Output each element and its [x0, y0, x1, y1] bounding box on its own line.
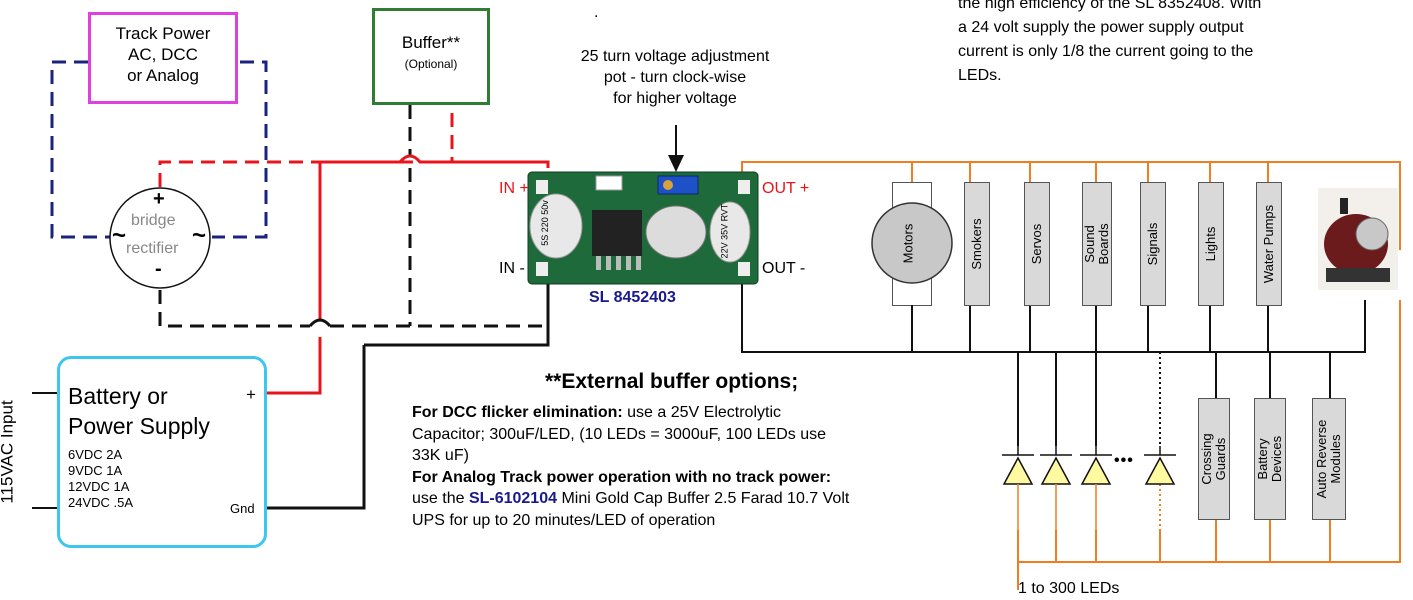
dcc-line2: Capacitor; 300uF/LED, (10 LEDs = 3000uF,… — [412, 425, 827, 443]
module-part-number: SL 8452403 — [589, 289, 676, 306]
track-power-line3: or Analog — [127, 66, 199, 85]
ac-input-leads — [32, 392, 58, 509]
servos-box: Servos — [1024, 182, 1050, 306]
buffer-title: Buffer** — [401, 33, 461, 52]
in-minus-label: IN - — [499, 260, 525, 277]
analog-pre: use the — [412, 490, 469, 507]
supply-rating: 12VDC 1A — [68, 479, 130, 494]
crossing-line1: Crossing — [1199, 433, 1214, 485]
battery-devices-box: Battery Devices — [1254, 398, 1286, 520]
sound-boards-line2: Boards — [1096, 223, 1111, 265]
buffer-optional: (Optional) — [404, 57, 458, 71]
locomotive-image — [1318, 188, 1398, 290]
led-diodes — [1002, 446, 1176, 530]
efficiency-line4: LEDs. — [958, 67, 1002, 84]
battery-line1: Battery — [1255, 438, 1270, 480]
track-power-line1: Track Power — [115, 24, 211, 43]
dcc-line3: 33K uF) — [412, 447, 469, 464]
crossing-guards-label: Crossing Guards — [1199, 433, 1228, 485]
lights-box: Lights — [1198, 182, 1224, 306]
battery-devices-label: Battery Devices — [1255, 435, 1284, 483]
converter-module — [527, 171, 759, 285]
smokers-box: Smokers — [964, 182, 990, 306]
motors-label: Motors — [900, 223, 916, 264]
bridge-word-2: rectifier — [126, 240, 179, 257]
servos-label: Servos — [1029, 223, 1044, 265]
led-diode-icon — [1040, 456, 1072, 485]
auto-line2: Modules — [1328, 434, 1343, 484]
water-pumps-label: Water Pumps — [1261, 204, 1276, 284]
buffer-options-heading: **External buffer options; — [545, 370, 799, 393]
signals-box: Signals — [1140, 182, 1166, 306]
sound-boards-box: Sound Boards — [1082, 182, 1112, 306]
pot-note-line1: 25 turn voltage adjustment — [580, 48, 770, 65]
smokers-label: Smokers — [969, 218, 984, 270]
led-ellipsis: ••• — [1114, 452, 1134, 469]
supply-ratings: 6VDC 2A 9VDC 1A 12VDC 1A 24VDC .5A — [68, 447, 133, 511]
output-negative-bus — [741, 270, 1366, 446]
leds-count-label: 1 to 300 LEDs — [1018, 580, 1120, 597]
crossing-guards-box: Crossing Guards — [1198, 398, 1230, 520]
in-plus-label: IN + — [499, 180, 529, 197]
stray-dot: . — [594, 4, 599, 21]
efficiency-line3: current is only 1/8 the current going to… — [958, 43, 1254, 60]
track-power-box: Track Power AC, DCC or Analog — [88, 12, 238, 104]
bridge-rectifier-circle — [109, 187, 211, 289]
dcc-heading: For DCC flicker elimination: — [412, 404, 623, 421]
out-minus-label: OUT - — [762, 260, 806, 277]
efficiency-note: the high efficiency of the SL 8352408. W… — [958, 0, 1261, 88]
sound-boards-label: Sound Boards — [1082, 223, 1111, 265]
auto-reverse-box: Auto Reverse Modules — [1312, 398, 1346, 520]
sl-6102104-link[interactable]: SL-6102104 — [468, 490, 557, 507]
buffer-box: Buffer** (Optional) — [372, 8, 490, 105]
module-cap-left-label: 5S 220 50v — [539, 200, 550, 246]
battery-line2: Devices — [1269, 435, 1284, 483]
black-dashed-wires — [158, 105, 548, 328]
pot-pointer-arrow — [668, 125, 684, 172]
bridge-tilde-left: ~ — [112, 222, 127, 249]
analog-heading: For Analog Track power operation with no… — [412, 468, 832, 486]
ac-input-label: 115VAC Input — [0, 400, 17, 504]
red-dashed-wires — [158, 105, 550, 188]
supply-title-2: Power Supply — [68, 413, 210, 439]
dcc-text: use a 25V Electrolytic — [622, 404, 781, 421]
supply-plus: + — [246, 385, 256, 404]
ground-supply-wire — [262, 262, 550, 510]
supply-title-1: Battery or — [68, 383, 168, 409]
auto-reverse-label: Auto Reverse Modules — [1314, 419, 1343, 499]
out-plus-label: OUT + — [762, 180, 810, 197]
power-supply-box: Battery or Power Supply + Gnd 6VDC 2A 9V… — [57, 356, 267, 548]
supply-rating: 24VDC .5A — [68, 495, 134, 510]
sound-boards-line1: Sound — [1082, 225, 1097, 263]
analog-line2: UPS for up to 20 minutes/LED of operatio… — [412, 511, 716, 529]
efficiency-line1: the high efficiency of the SL 8352408. W… — [958, 0, 1262, 12]
track-power-line2: AC, DCC — [128, 45, 198, 64]
positive-supply-wire — [262, 154, 548, 395]
analog-post: Mini Gold Cap Buffer 2.5 Farad 10.7 Volt — [557, 490, 850, 507]
supply-rating: 9VDC 1A — [68, 463, 123, 478]
auto-line1: Auto Reverse — [1314, 419, 1329, 499]
motor-symbol — [871, 202, 953, 284]
pot-note-line3: for higher voltage — [613, 90, 737, 107]
pot-note: 25 turn voltage adjustment pot - turn cl… — [530, 46, 820, 109]
led-diode-icon — [1080, 456, 1112, 485]
crossing-line2: Guards — [1213, 437, 1228, 481]
led-diode-icon — [1144, 456, 1176, 485]
bridge-minus: - — [155, 258, 162, 280]
pot-note-line2: pot - turn clock-wise — [603, 69, 747, 86]
signals-label: Signals — [1145, 222, 1160, 266]
efficiency-line2: a 24 volt supply the power supply output — [958, 19, 1244, 36]
bridge-plus: + — [153, 188, 165, 210]
bridge-tilde-right: ~ — [192, 222, 207, 249]
module-cap-right-label: 22V 35V RVT — [719, 203, 730, 259]
water-pumps-box: Water Pumps — [1256, 182, 1282, 306]
lights-label: Lights — [1203, 226, 1218, 262]
bridge-word: bridge — [131, 212, 176, 229]
track-power-wires — [50, 60, 268, 239]
supply-gnd: Gnd — [230, 501, 255, 516]
led-diode-icon — [1002, 456, 1034, 485]
supply-rating: 6VDC 2A — [68, 447, 123, 462]
buffer-options-body: For DCC flicker elimination: use a 25V E… — [412, 402, 849, 531]
